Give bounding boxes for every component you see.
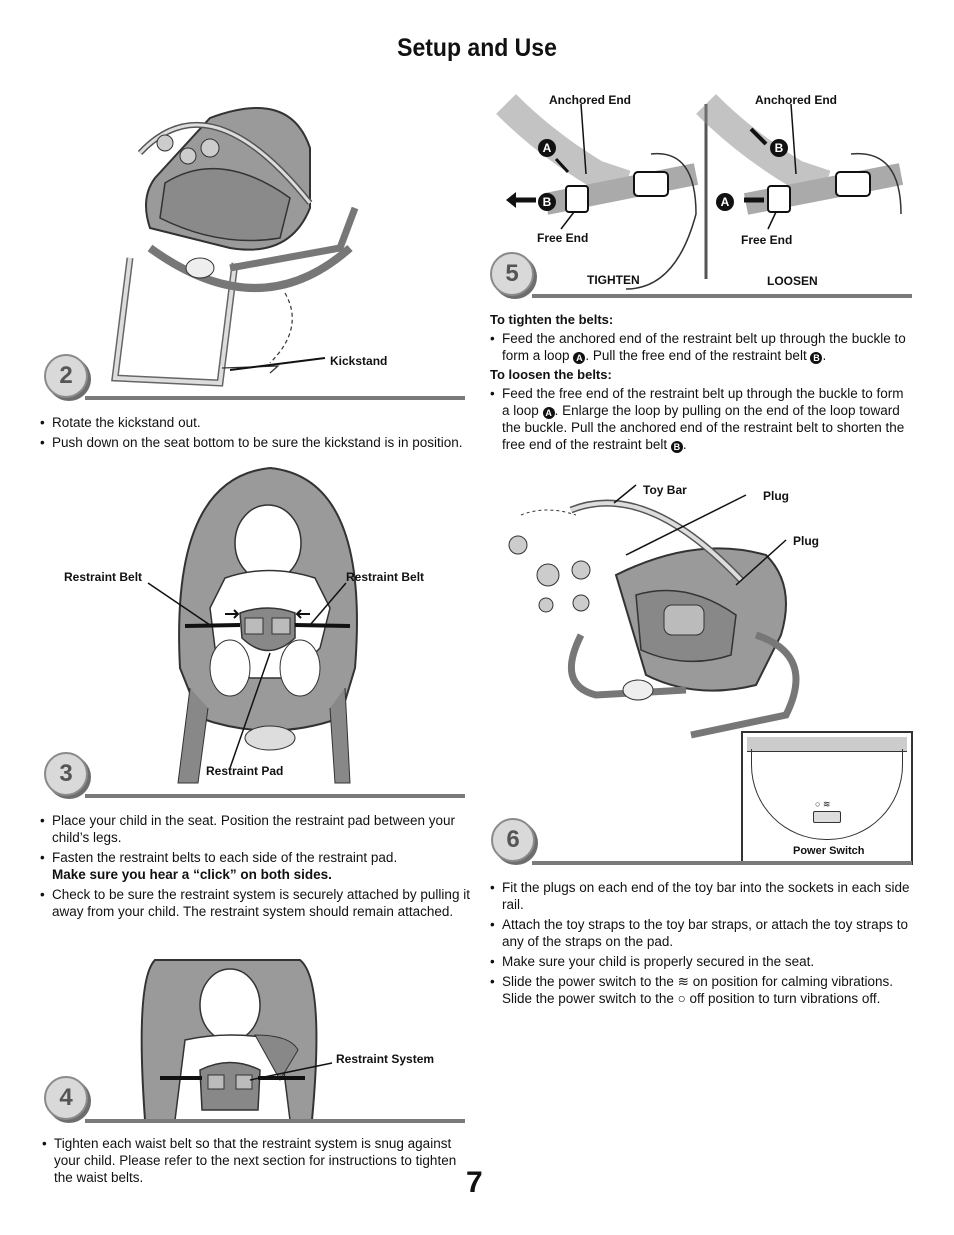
vibration-off-icon: ○	[677, 991, 686, 1006]
marker-a-tighten: A	[538, 138, 556, 157]
step-5-badge: 5	[490, 252, 534, 296]
step-3-rule	[85, 794, 465, 798]
restraint-system-callout: Restraint System	[336, 1052, 435, 1066]
toy-bar-illustration	[508, 484, 800, 739]
kickstand-callout: Kickstand	[330, 354, 388, 368]
page-title: Setup and Use	[397, 34, 557, 62]
restraint-pad-callout: Restraint Pad	[206, 764, 284, 778]
list-item: Attach the toy straps to the toy bar str…	[490, 916, 915, 950]
list-item: Push down on the seat bottom to be sure …	[40, 434, 470, 451]
toy-bar-callout: Toy Bar	[643, 483, 687, 497]
step-4-rule	[85, 1119, 465, 1123]
loosen-caption: LOOSEN	[767, 274, 818, 288]
anchored-end-loosen-callout: Anchored End	[755, 93, 838, 107]
list-item: Rotate the kickstand out.	[40, 414, 470, 431]
step-2-badge: 2	[44, 354, 88, 398]
page-number: 7	[466, 1166, 483, 1199]
step-4-instructions: Tighten each waist belt so that the rest…	[42, 1135, 467, 1189]
step-2-rule	[85, 396, 465, 400]
bouncer-kickstand-illustration	[111, 107, 359, 387]
power-switch-callout: Power Switch	[793, 845, 865, 857]
loop-b-icon: B	[810, 352, 823, 364]
marker-b-loosen: B	[770, 138, 788, 157]
step-6-instructions: Fit the plugs on each end of the toy bar…	[490, 879, 915, 1010]
free-end-tighten-callout: Free End	[537, 231, 589, 245]
list-item: Make sure your child is properly secured…	[490, 953, 915, 970]
child-in-seat-illustration	[147, 466, 358, 784]
restraint-belt-right-callout: Restraint Belt	[346, 570, 425, 584]
power-switch-toggle[interactable]	[813, 811, 841, 823]
tighten-heading: To tighten the belts:	[490, 312, 614, 327]
list-item: Check to be sure the restraint system is…	[40, 886, 470, 920]
loop-a-icon: A	[573, 352, 586, 364]
list-item: Feed the free end of the restraint belt …	[490, 385, 910, 453]
loop-b-icon: B	[670, 441, 683, 453]
list-item: Feed the anchored end of the restraint b…	[490, 330, 910, 364]
anchored-end-tighten-callout: Anchored End	[549, 93, 632, 107]
free-end-loosen-callout: Free End	[741, 233, 793, 247]
step-6-badge: 6	[491, 818, 535, 862]
list-item: Fit the plugs on each end of the toy bar…	[490, 879, 915, 913]
plug-callout-2: Plug	[793, 534, 819, 548]
list-item: Tighten each waist belt so that the rest…	[42, 1135, 467, 1186]
step-2-instructions: Rotate the kickstand out. Push down on t…	[40, 414, 470, 454]
restraint-system-illustration	[140, 959, 333, 1121]
loosen-heading: To loosen the belts:	[490, 367, 612, 382]
step-5-rule	[532, 294, 912, 298]
belt-adjust-illustration	[496, 94, 904, 290]
plug-callout-1: Plug	[763, 489, 789, 503]
step-5-instructions: To tighten the belts: Feed the anchored …	[490, 312, 910, 456]
step-4-badge: 4	[44, 1076, 88, 1120]
vibration-on-icon: ≋	[677, 974, 689, 989]
step-3-instructions: Place your child in the seat. Position t…	[40, 812, 470, 923]
list-item: Place your child in the seat. Position t…	[40, 812, 470, 846]
step-3-badge: 3	[44, 752, 88, 796]
marker-a-loosen: A	[716, 192, 734, 211]
switch-off-on-icons: ○ ≋	[815, 799, 831, 809]
tighten-caption: TIGHTEN	[587, 273, 640, 287]
marker-b-tighten: B	[538, 192, 556, 211]
restraint-belt-left-callout: Restraint Belt	[64, 570, 143, 584]
loop-a-icon: A	[542, 407, 555, 419]
power-switch-inset: ○ ≋ Power Switch	[741, 731, 913, 865]
list-item: Slide the power switch to the ≋ on posit…	[490, 973, 915, 1007]
list-item: Fasten the restraint belts to each side …	[40, 849, 470, 883]
step-6-rule	[532, 861, 912, 865]
